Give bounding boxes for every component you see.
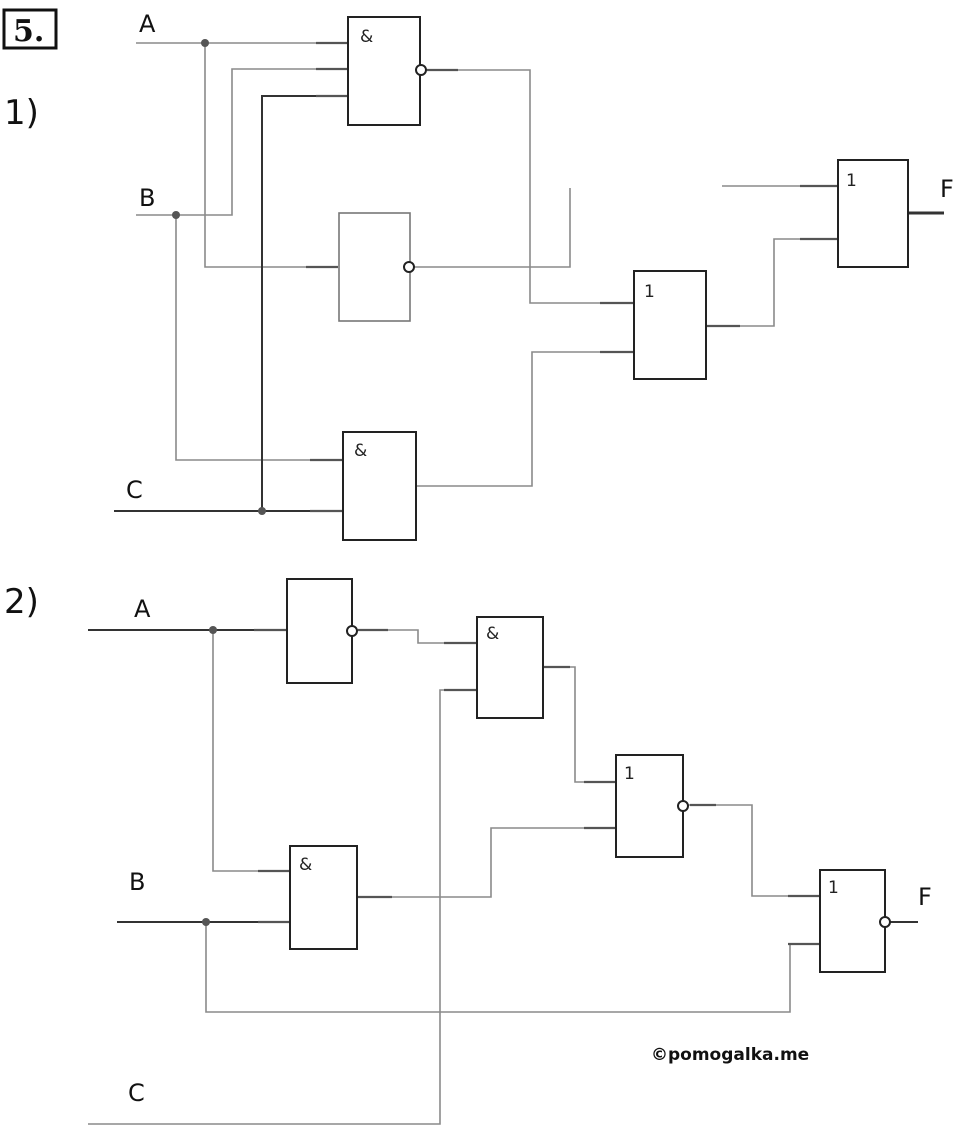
gate-body xyxy=(289,845,358,950)
gate-body xyxy=(615,754,684,858)
circuit-2: 2) A B C F xyxy=(4,578,932,1125)
wire-c-to-and-top xyxy=(88,689,475,1125)
inverter-bubble xyxy=(346,625,358,637)
gate-body xyxy=(476,616,544,719)
circuit-2-junctions xyxy=(202,626,217,926)
gate-symbol: & xyxy=(360,27,373,47)
circuit-1-wires xyxy=(114,41,944,513)
inverter-bubble xyxy=(403,261,415,273)
wire-nor-out xyxy=(686,804,820,897)
wire-and-bottom-out xyxy=(357,827,615,898)
wire-gate3-out xyxy=(416,351,632,487)
gate-symbol: & xyxy=(486,624,499,644)
inverter-bubble xyxy=(415,64,427,76)
gate-body xyxy=(338,212,411,322)
circuit-2-gate-4-nor: 1 xyxy=(615,754,689,858)
gate-body xyxy=(286,578,353,684)
inverter-bubble xyxy=(677,800,689,812)
gate-body xyxy=(347,16,421,126)
wire-a-to-and-bottom xyxy=(212,630,289,872)
circuit-2-input-b-label: B xyxy=(129,868,145,896)
wire-c-to-gate1 xyxy=(261,95,345,511)
gate-symbol: 1 xyxy=(846,171,857,191)
wire-not-out xyxy=(357,629,475,644)
circuit-1-gate-2-not xyxy=(338,212,415,322)
wire-b-to-gate1 xyxy=(136,68,345,216)
circuit-1-gate-3-and: & xyxy=(342,431,417,541)
wire-gate4-out xyxy=(706,238,836,327)
circuit-1-input-c-label: C xyxy=(126,476,143,504)
wire-and-top-out xyxy=(543,666,615,783)
circuit-1: 1) A B C F xyxy=(4,10,954,541)
gate-body xyxy=(633,270,707,380)
gate-symbol: 1 xyxy=(828,878,839,898)
circuit-1-output-f-label: F xyxy=(940,175,954,203)
junction-dot xyxy=(209,626,217,634)
circuit-1-gate-4-or: 1 xyxy=(633,270,707,380)
circuit-1-gate-5-or: 1 xyxy=(837,159,909,268)
circuit-2-input-c-label: C xyxy=(128,1079,145,1107)
gate-body xyxy=(342,431,417,541)
task-number-frame xyxy=(2,8,58,50)
task-number-badge: 5. xyxy=(2,8,58,50)
gate-symbol: 1 xyxy=(624,764,635,784)
junction-dot xyxy=(258,507,266,515)
gate-body xyxy=(819,869,886,973)
circuit-2-gate-2-and: & xyxy=(476,616,544,719)
circuit-1-input-b-label: B xyxy=(139,184,155,212)
wire-a-to-gate2 xyxy=(204,43,337,268)
circuit-2-gate-1-not xyxy=(286,578,358,684)
inverter-bubble xyxy=(879,916,891,928)
junction-dot xyxy=(201,39,209,47)
circuit-2-wires xyxy=(88,628,918,1125)
junction-dot xyxy=(202,918,210,926)
wire-gate1-out xyxy=(426,69,632,304)
circuit-2-gate-3-and: & xyxy=(289,845,358,950)
circuit-1-label: 1) xyxy=(4,93,39,133)
gate-symbol: & xyxy=(299,855,312,875)
gate-symbol: 1 xyxy=(644,282,655,302)
junction-dot xyxy=(172,211,180,219)
circuit-2-gate-5-nor: 1 xyxy=(819,869,891,973)
copyright-watermark: ©pomogalka.me xyxy=(651,1045,809,1065)
gate-symbol: & xyxy=(354,441,367,461)
wire-gate2-out xyxy=(414,188,571,268)
circuit-2-label: 2) xyxy=(4,582,39,622)
circuit-2-input-a-label: A xyxy=(134,595,151,623)
gate-body xyxy=(837,159,909,268)
circuit-1-input-a-label: A xyxy=(139,10,156,38)
wire-b-to-gate3 xyxy=(175,215,343,461)
circuit-1-junctions xyxy=(172,39,266,515)
circuit-1-gate-1-nand: & xyxy=(347,16,427,126)
circuit-2-output-f-label: F xyxy=(918,883,932,911)
task-number: 5. xyxy=(13,14,44,49)
